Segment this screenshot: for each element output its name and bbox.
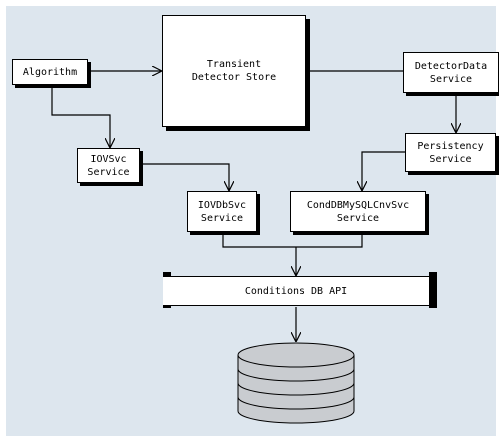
algorithm-box: Algorithm xyxy=(12,59,88,85)
iovsvc-service-box: IOVSvc Service xyxy=(77,148,140,183)
line-iovdbsvc-to-merge xyxy=(222,232,296,248)
api-bar-right-cap xyxy=(429,272,437,308)
conddb-label-line1: CondDBMySQLCnvSvc xyxy=(306,199,410,211)
iovdbsvc-label-line1: IOVDbSvc xyxy=(197,199,247,211)
persistency-label-line1: Persistency xyxy=(417,140,484,152)
iovdbsvc-service-box: IOVDbSvc Service xyxy=(187,191,257,232)
arrow-persistency-to-conddb xyxy=(362,151,405,190)
detectordata-label-line1: DetectorData xyxy=(414,60,488,72)
iovsvc-label-line1: IOVSvc xyxy=(90,153,127,165)
database-icon xyxy=(237,342,355,424)
store-label-line1: Transient xyxy=(206,59,262,70)
persistency-service-box: Persistency Service xyxy=(405,133,496,172)
iovdbsvc-label-line2: Service xyxy=(200,212,244,224)
store-label-line2: Detector Store xyxy=(191,72,277,83)
line-conddb-to-merge xyxy=(296,232,363,248)
algorithm-label: Algorithm xyxy=(22,66,78,78)
iovsvc-label-line2: Service xyxy=(87,166,130,178)
persistency-label-line2: Service xyxy=(429,153,472,165)
arrow-algorithm-to-iovsvc xyxy=(51,85,110,147)
detectordata-label-line2: Service xyxy=(429,73,473,85)
conddb-label-line2: Service xyxy=(336,212,380,224)
detectordata-service-box: DetectorData Service xyxy=(403,52,499,93)
transient-detector-store-box: Transient Detector Store xyxy=(162,15,306,127)
conditions-db-api-bar: Conditions DB API xyxy=(163,276,429,306)
conddbmysqlcnvsvc-service-box: CondDBMySQLCnvSvc Service xyxy=(290,191,426,232)
arrow-iovsvc-to-iovdbsvc xyxy=(140,163,229,190)
api-label: Conditions DB API xyxy=(244,285,348,297)
